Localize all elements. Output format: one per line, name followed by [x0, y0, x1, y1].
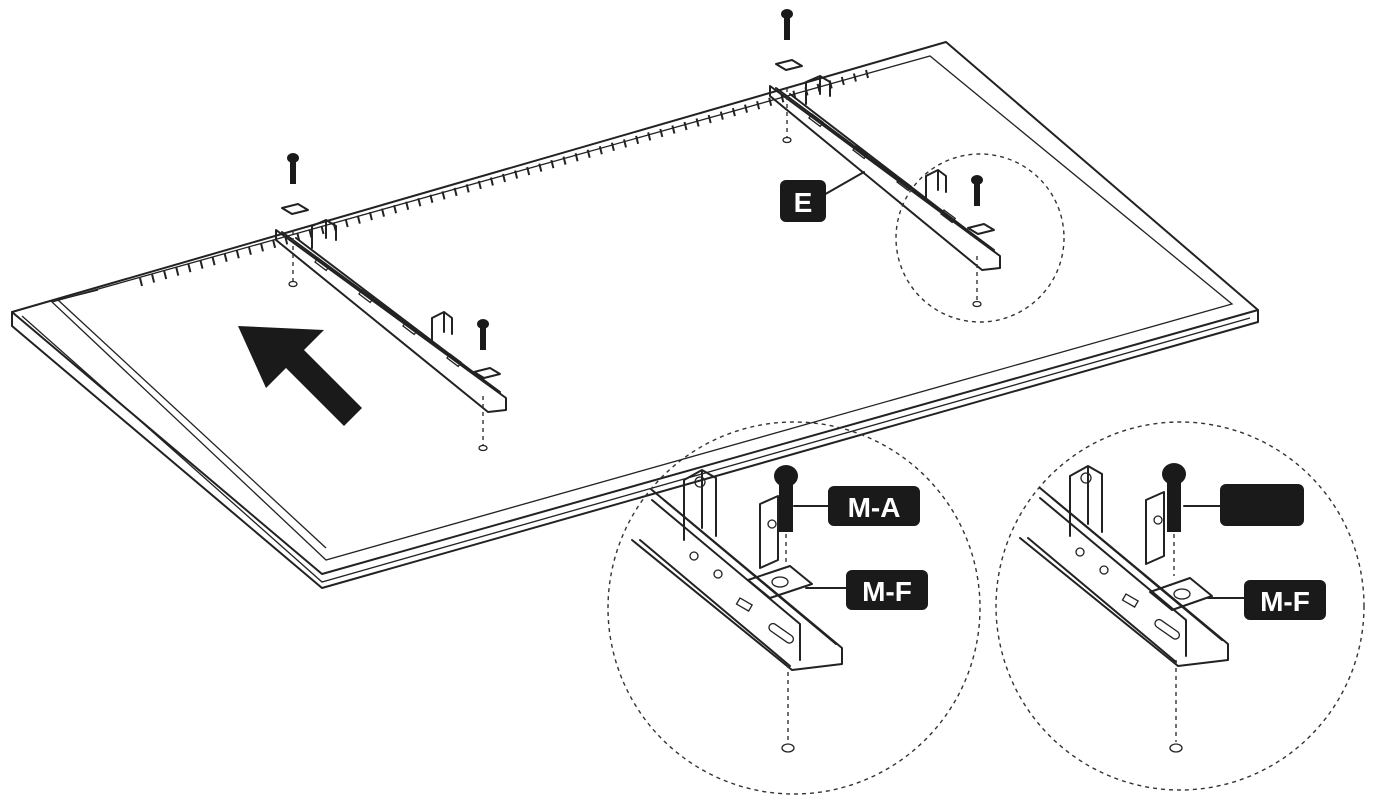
vent-slit [139, 277, 143, 287]
vent-slit [405, 201, 410, 210]
vent-slit [731, 107, 736, 117]
vent-slit [623, 139, 627, 148]
vent-slit [272, 239, 277, 249]
vent-slit [151, 274, 156, 283]
vent-slit [695, 118, 700, 127]
zoom-detail-left [607, 421, 981, 795]
washer-icon [473, 367, 501, 379]
washer-icon [747, 565, 813, 599]
washer-icon [967, 223, 995, 235]
vent-slits [139, 69, 869, 287]
zoom-detail-right [995, 421, 1365, 791]
right-bracket [769, 9, 1065, 323]
vent-slit [417, 198, 422, 207]
vent-slit [671, 125, 676, 134]
vent-slit [756, 100, 761, 110]
vent-slit [840, 76, 845, 86]
svg-text:M-A: M-A [848, 492, 901, 523]
vent-slit [489, 177, 494, 186]
washer-icon [281, 203, 309, 215]
washer-icon [1149, 577, 1213, 611]
vent-slit [744, 104, 748, 113]
vent-slit [368, 211, 373, 221]
screw-icon [287, 153, 299, 184]
screw-icon [781, 9, 793, 40]
screw-icon [477, 319, 489, 350]
vent-slit [163, 270, 168, 280]
vent-slit [260, 243, 264, 252]
vent-slit [610, 142, 615, 152]
vent-slit [598, 146, 603, 155]
vent-slit [393, 204, 398, 214]
left-bracket [275, 153, 507, 452]
vent-slit [175, 267, 180, 276]
vent-slit [465, 184, 470, 193]
vent-slit [441, 191, 446, 200]
washer-label-m-f-right: M-F [1244, 580, 1326, 620]
screw-icon [774, 465, 798, 532]
vent-slit [635, 135, 640, 145]
vent-slit [586, 149, 591, 158]
svg-text:E: E [794, 187, 813, 218]
screw-label-m-a: M-A [828, 486, 920, 526]
vent-slit [344, 218, 349, 228]
vent-slit [187, 263, 192, 273]
vent-slit [562, 156, 567, 165]
vent-slit [865, 69, 869, 79]
screw-label-blank [1220, 484, 1304, 526]
vent-slit [768, 97, 773, 106]
vent-slit [320, 225, 325, 235]
vent-slit [356, 215, 361, 224]
screw-icon [971, 175, 983, 206]
vent-slit [514, 170, 519, 179]
vent-slit [659, 128, 664, 138]
vent-slit [852, 73, 857, 82]
washer-icon [775, 59, 803, 71]
vent-slit [550, 159, 555, 169]
vent-slit [247, 246, 252, 256]
bracket-label-e: E [780, 180, 826, 222]
vent-slit [707, 114, 712, 124]
vent-slit [453, 187, 458, 197]
vent-slit [719, 111, 724, 120]
arrow-up-left-icon [238, 326, 362, 426]
vent-slit [647, 132, 652, 141]
vent-slit [223, 253, 228, 262]
screw-icon [1162, 463, 1186, 532]
vent-slit [683, 121, 688, 131]
washer-label-m-f-left: M-F [846, 570, 928, 610]
vent-slit [477, 180, 482, 190]
svg-text:M-F: M-F [1260, 586, 1310, 617]
vent-slit [526, 166, 531, 176]
vent-slit [429, 194, 434, 204]
vent-slit [502, 173, 506, 183]
svg-text:M-F: M-F [862, 576, 912, 607]
vent-slit [235, 250, 240, 259]
vent-slit [211, 256, 216, 266]
vent-slit [574, 152, 579, 162]
vent-slit [538, 163, 543, 172]
vent-slit [199, 260, 204, 269]
vent-slit [381, 208, 385, 217]
tv-panel [11, 41, 1259, 589]
